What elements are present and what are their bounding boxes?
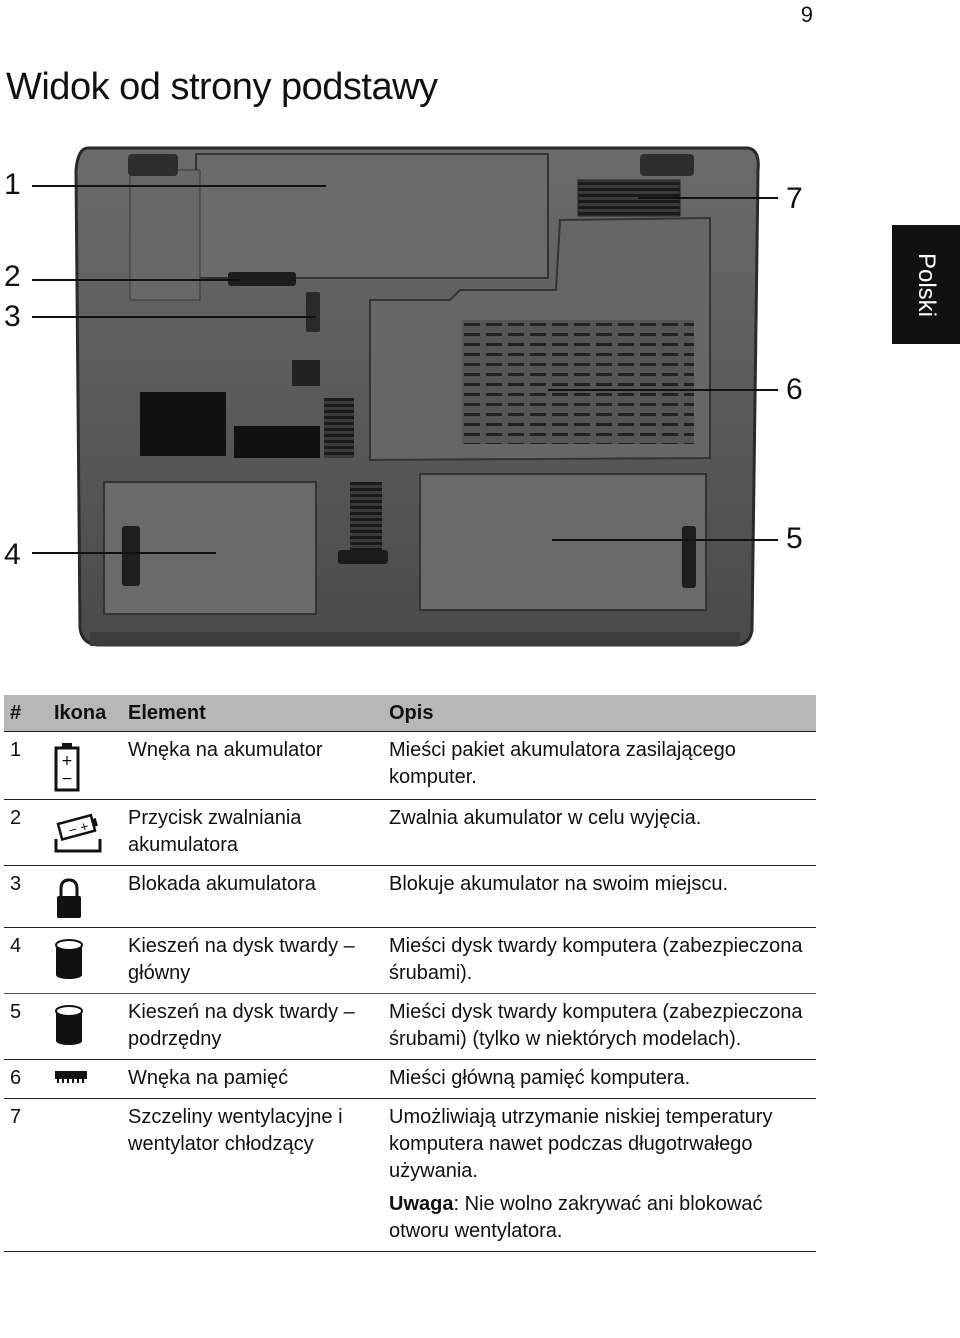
table-row: 3 Blokada akumulatora Blokuje akumulator… bbox=[4, 865, 816, 928]
row-item: Kieszeń na dysk twardy – główny bbox=[122, 927, 383, 994]
hard-disk-icon bbox=[48, 993, 122, 1060]
row-desc: Mieści główną pamięć komputera. bbox=[383, 1059, 816, 1099]
note-label: Uwaga bbox=[389, 1193, 454, 1215]
table-row: 6 Wnęka na pamięć Mieści główną pamięć k… bbox=[4, 1059, 816, 1099]
memory-icon bbox=[48, 1059, 122, 1099]
callout-5: 5 bbox=[786, 522, 803, 555]
row-item: Wnęka na pamięć bbox=[122, 1059, 383, 1099]
row-num: 1 bbox=[4, 731, 48, 800]
row-desc: Umożliwiają utrzymanie niskiej temperatu… bbox=[389, 1106, 773, 1182]
page-number: 9 bbox=[800, 2, 813, 27]
row-icon-empty bbox=[48, 1098, 122, 1252]
callout-7: 7 bbox=[786, 182, 803, 215]
table-row: 1 +− Wnęka na akumulator Mieści pakiet a… bbox=[4, 731, 816, 800]
laptop-bottom-image bbox=[32, 146, 778, 647]
callout-3: 3 bbox=[4, 300, 21, 333]
svg-text:+: + bbox=[78, 819, 90, 834]
row-item: Blokada akumulatora bbox=[122, 865, 383, 928]
row-num: 4 bbox=[4, 927, 48, 994]
row-desc: Mieści dysk twardy komputera (zabezpiecz… bbox=[383, 993, 816, 1060]
row-num: 5 bbox=[4, 993, 48, 1060]
row-desc: Zwalnia akumulator w celu wyjęcia. bbox=[383, 799, 816, 866]
svg-text:−: − bbox=[67, 822, 79, 837]
callout-1: 1 bbox=[4, 168, 21, 201]
row-desc: Blokuje akumulator na swoim miejscu. bbox=[383, 865, 816, 928]
page-title: Widok od strony podstawy bbox=[6, 66, 438, 108]
lock-icon bbox=[48, 865, 122, 928]
row-num: 3 bbox=[4, 865, 48, 928]
table-row: 2 −+ Przycisk zwalniania akumulatora Zwa… bbox=[4, 799, 816, 866]
row-num: 7 bbox=[4, 1098, 48, 1252]
header-item: Element bbox=[122, 695, 383, 732]
callout-4: 4 bbox=[4, 538, 21, 571]
row-item: Szczeliny wentylacyjne i wentylator chło… bbox=[122, 1098, 383, 1252]
header-icon: Ikona bbox=[48, 695, 122, 732]
note-text: : Nie wolno zakrywać ani blokować otworu… bbox=[389, 1193, 763, 1242]
hard-disk-icon bbox=[48, 927, 122, 994]
svg-text:+: + bbox=[61, 753, 73, 769]
header-num: # bbox=[4, 695, 48, 732]
callout-2: 2 bbox=[4, 260, 21, 293]
battery-icon: +− bbox=[48, 731, 122, 800]
row-desc: Mieści dysk twardy komputera (zabezpiecz… bbox=[383, 927, 816, 994]
language-tab: Polski bbox=[892, 225, 960, 344]
battery-release-icon: −+ bbox=[48, 799, 122, 866]
row-item: Wnęka na akumulator bbox=[122, 731, 383, 800]
note: Uwaga: Nie wolno zakrywać ani blokować o… bbox=[389, 1191, 810, 1245]
row-item: Kieszeń na dysk twardy – podrzędny bbox=[122, 993, 383, 1060]
language-tab-label: Polski bbox=[913, 252, 940, 317]
table-row: 5 Kieszeń na dysk twardy – podrzędny Mie… bbox=[4, 993, 816, 1060]
row-item: Przycisk zwalniania akumulatora bbox=[122, 799, 383, 866]
table-row: 7 Szczeliny wentylacyjne i wentylator ch… bbox=[4, 1098, 816, 1252]
header-desc: Opis bbox=[383, 695, 816, 732]
laptop-bottom-figure: 1 2 3 4 5 6 7 bbox=[0, 140, 860, 660]
table-header-row: # Ikona Element Opis bbox=[4, 695, 816, 732]
table-row: 4 Kieszeń na dysk twardy – główny Mieści… bbox=[4, 927, 816, 994]
parts-table: # Ikona Element Opis 1 +− Wnęka na akumu… bbox=[4, 695, 816, 1252]
callout-6: 6 bbox=[786, 373, 803, 406]
row-desc-cell: Umożliwiają utrzymanie niskiej temperatu… bbox=[383, 1098, 816, 1252]
svg-text:−: − bbox=[61, 771, 73, 787]
row-desc: Mieści pakiet akumulatora zasilającego k… bbox=[383, 731, 816, 800]
row-num: 2 bbox=[4, 799, 48, 866]
row-num: 6 bbox=[4, 1059, 48, 1099]
